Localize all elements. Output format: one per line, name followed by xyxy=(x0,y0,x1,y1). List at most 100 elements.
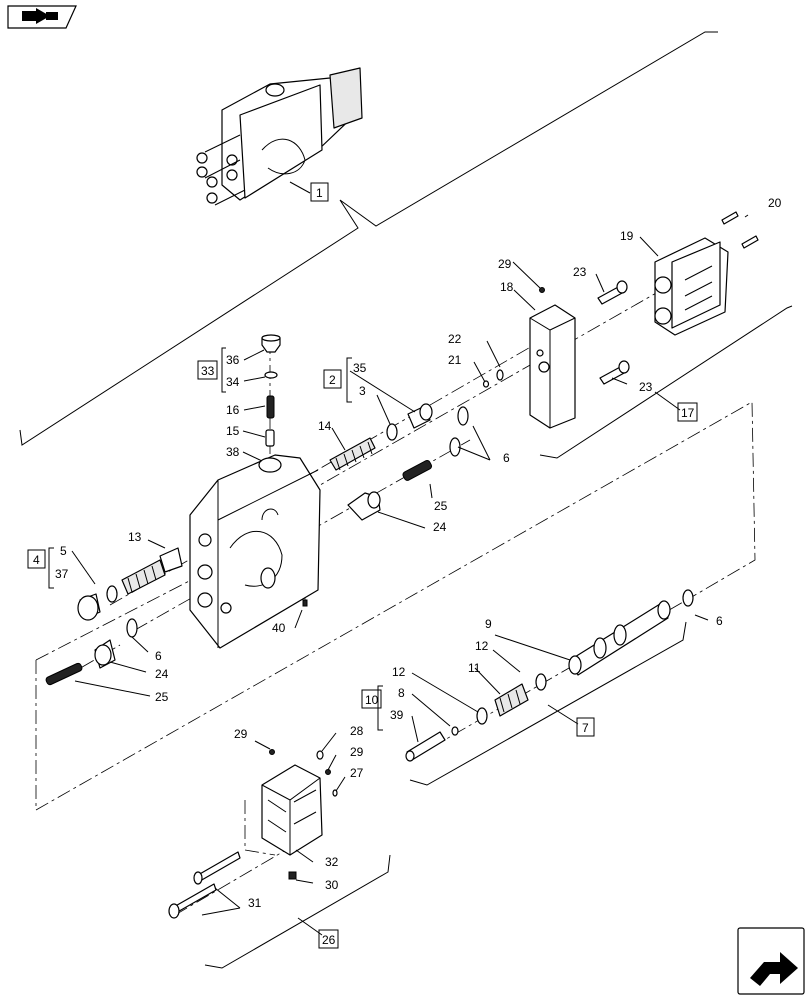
label-10: 10 xyxy=(365,693,379,707)
label-24-left: 24 xyxy=(155,667,169,681)
label-29-right: 29 xyxy=(350,745,364,759)
label-box-10 xyxy=(361,689,382,709)
label-35: 35 xyxy=(353,361,367,375)
label-18: 18 xyxy=(500,280,514,294)
label-25-left: 25 xyxy=(155,690,169,704)
ring-5 xyxy=(106,585,118,603)
label-11: 11 xyxy=(468,661,481,675)
plug-40 xyxy=(302,599,308,607)
label-37: 37 xyxy=(55,567,69,581)
dot-29-top xyxy=(539,287,545,293)
label-8: 8 xyxy=(398,686,405,700)
group-7-bracket xyxy=(409,621,687,786)
back-arrow-icon[interactable] xyxy=(7,5,77,29)
label-2: 2 xyxy=(329,373,336,387)
o-ring-28 xyxy=(316,750,324,760)
group-17-bracket xyxy=(539,305,793,459)
label-32: 32 xyxy=(325,855,339,869)
label-23-top: 23 xyxy=(573,265,587,279)
label-box-4 xyxy=(27,549,46,569)
valve-section-body xyxy=(189,454,321,649)
label-29-top: 29 xyxy=(498,257,512,271)
ring-8 xyxy=(451,726,459,736)
ring-3 xyxy=(386,423,398,441)
label-17: 17 xyxy=(681,406,695,420)
dot-29-left xyxy=(269,749,275,755)
group-1-bracket xyxy=(19,31,718,446)
label-22: 22 xyxy=(448,332,462,346)
label-23-bottom: 23 xyxy=(639,380,653,394)
label-16: 16 xyxy=(226,403,240,417)
label-1: 1 xyxy=(316,186,323,200)
label-5: 5 xyxy=(60,544,67,558)
dot-29-right xyxy=(325,769,331,775)
label-box-2 xyxy=(323,369,342,389)
o-ring-6-top-b xyxy=(449,437,461,457)
label-34: 34 xyxy=(226,375,240,389)
label-6-left: 6 xyxy=(155,649,162,663)
o-ring-6-right xyxy=(682,589,694,607)
label-19: 19 xyxy=(620,229,634,243)
label-12-left: 12 xyxy=(392,665,406,679)
leader-lines xyxy=(71,181,749,916)
spring-14 xyxy=(329,437,376,471)
label-14: 14 xyxy=(318,419,332,433)
spring-25-left xyxy=(45,662,83,686)
label-30: 30 xyxy=(325,878,339,892)
label-39: 39 xyxy=(390,708,404,722)
spool-9 xyxy=(568,600,671,676)
screw-20-b xyxy=(741,235,759,249)
label-12-right: 12 xyxy=(475,639,489,653)
o-ring-21 xyxy=(482,380,490,388)
pin-39 xyxy=(405,731,446,762)
next-arrow-icon[interactable] xyxy=(737,927,805,995)
washer-12-b xyxy=(476,707,488,725)
label-27: 27 xyxy=(350,766,364,780)
group-26-bracket xyxy=(204,854,391,969)
o-ring-27 xyxy=(332,789,338,797)
label-24-top: 24 xyxy=(433,520,447,534)
plug-36 xyxy=(261,334,281,353)
label-13: 13 xyxy=(128,530,142,544)
label-33: 33 xyxy=(201,364,215,378)
label-4: 4 xyxy=(33,553,40,567)
assembly-boundary xyxy=(35,401,756,811)
label-29-left: 29 xyxy=(234,727,248,741)
screw-20-a xyxy=(721,211,739,225)
label-40: 40 xyxy=(272,621,286,635)
label-25-top: 25 xyxy=(434,499,448,513)
spring-13 xyxy=(121,547,183,595)
o-ring-22 xyxy=(496,369,504,381)
washer-12-a xyxy=(535,673,547,691)
end-cover-plate xyxy=(654,237,729,336)
label-36: 36 xyxy=(226,353,240,367)
pin-15 xyxy=(265,429,275,447)
spring-16 xyxy=(266,395,275,419)
spring-25-top xyxy=(402,459,433,481)
label-6-top: 6 xyxy=(503,451,510,465)
label-box-1 xyxy=(310,182,329,202)
spring-11 xyxy=(494,683,529,717)
plunger-24-left xyxy=(94,639,116,669)
label-26: 26 xyxy=(322,933,336,947)
screw-23-bottom xyxy=(599,360,630,385)
screw-23-top xyxy=(597,280,628,305)
label-box-33 xyxy=(197,360,218,380)
label-box-26 xyxy=(318,929,339,949)
label-7: 7 xyxy=(582,721,589,735)
o-ring-6-left xyxy=(126,618,138,638)
label-3: 3 xyxy=(359,384,366,398)
label-38: 38 xyxy=(226,445,240,459)
plunger-24-top xyxy=(347,491,381,521)
o-ring-6-top-a xyxy=(457,406,469,426)
valve-assembly xyxy=(196,67,363,206)
label-21: 21 xyxy=(448,353,462,367)
label-box-17 xyxy=(677,402,698,422)
o-ring-34 xyxy=(264,371,278,379)
label-31: 31 xyxy=(248,896,262,910)
spacer-block xyxy=(529,304,576,429)
bolts-31 xyxy=(168,851,241,919)
label-9: 9 xyxy=(485,617,492,631)
cap-35 xyxy=(407,403,433,429)
